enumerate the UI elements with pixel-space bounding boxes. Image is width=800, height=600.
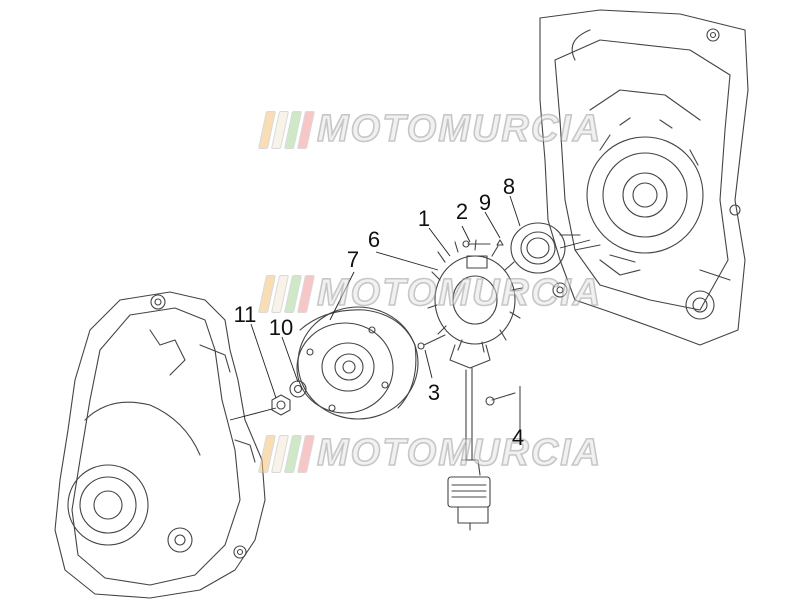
part-label-10: 10 — [268, 315, 294, 340]
screws — [417, 239, 516, 406]
part-label-6: 6 — [367, 227, 381, 252]
part-label-1: 1 — [417, 206, 431, 231]
part-label-11: 11 — [233, 302, 257, 327]
flywheel-rotor — [296, 306, 419, 420]
part-label-4: 4 — [511, 425, 525, 450]
part-label-8: 8 — [502, 174, 516, 199]
washer — [289, 380, 307, 398]
leader-lines — [229, 195, 591, 440]
part-label-3: 3 — [427, 380, 441, 405]
stator-coil — [427, 239, 523, 461]
oil-seal — [510, 222, 566, 274]
left-crankcase-cover — [54, 291, 266, 599]
part-label-7: 7 — [346, 247, 360, 272]
nut — [271, 394, 291, 416]
part-label-9: 9 — [478, 190, 492, 215]
right-crankcase — [539, 9, 749, 346]
part-label-2: 2 — [455, 199, 469, 224]
cable-connector — [447, 459, 491, 531]
